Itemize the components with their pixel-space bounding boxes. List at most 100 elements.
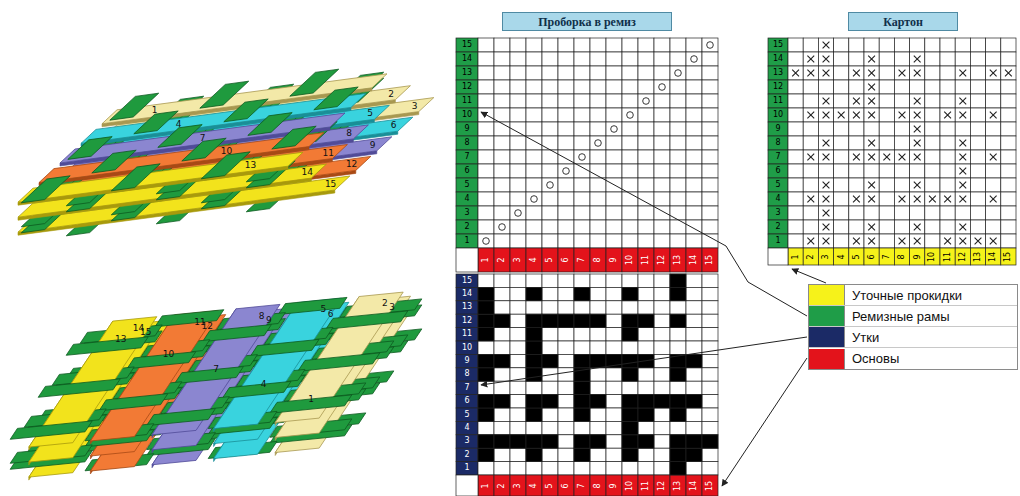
grid-cell [606, 94, 622, 108]
row-number: 13 [456, 66, 478, 80]
grid-cell [590, 52, 606, 66]
grid-cell [864, 94, 879, 108]
column-number: 11 [940, 248, 955, 265]
column-number: 5 [849, 248, 864, 265]
grid-cell [864, 150, 879, 164]
peg-mark [868, 84, 875, 91]
grid-cell [526, 462, 542, 475]
column-number: 2 [494, 475, 510, 496]
row-number: 15 [456, 274, 478, 287]
grid-cell [510, 220, 526, 234]
grid-cell [803, 164, 818, 178]
column-cell [606, 248, 622, 272]
axis-number: 14 [690, 255, 698, 265]
grid-cell [894, 164, 909, 178]
grid-cell [670, 52, 686, 66]
grid-cell [526, 448, 542, 461]
grid-cell [702, 52, 718, 66]
grid-cell [510, 192, 526, 206]
row-cell [768, 178, 788, 192]
grid-cell [879, 80, 894, 94]
column-cell [510, 475, 526, 496]
grid-cell [638, 274, 654, 287]
grid-cell [494, 192, 510, 206]
row-number: 13 [768, 66, 788, 80]
grid-cell [622, 368, 638, 381]
axis-number: 3 [514, 483, 522, 488]
grid-cell [940, 38, 955, 52]
row-number: 7 [456, 150, 478, 164]
grid-cell [955, 108, 970, 122]
grid-cell [574, 136, 590, 150]
grid-cell [494, 328, 510, 341]
row-cell [456, 206, 478, 220]
axis-number: 3 [775, 209, 780, 217]
grid-cell [478, 192, 494, 206]
legend-swatch [809, 349, 845, 369]
grid-cell [494, 287, 510, 300]
raised-cell [670, 287, 686, 300]
axis-number: 1 [464, 237, 469, 245]
grid-cell [510, 314, 526, 327]
row-cell [456, 395, 478, 408]
grid-cell [638, 314, 654, 327]
callout-number: 3 [389, 303, 395, 312]
callout-number: 9 [266, 316, 272, 325]
grid-cell [702, 368, 718, 381]
raised-cell [622, 408, 638, 421]
peg-mark [823, 154, 830, 161]
grid-cell [654, 368, 670, 381]
grid-cell [894, 122, 909, 136]
axis-number: 9 [610, 257, 618, 262]
peg-mark [853, 112, 860, 119]
row-number: 8 [768, 136, 788, 150]
weft-yarn [102, 74, 387, 124]
grid-cell [702, 206, 718, 220]
grid-cell [478, 136, 494, 150]
raised-cell [590, 435, 606, 448]
row-cell [768, 108, 788, 122]
grid-cell [526, 354, 542, 367]
peg-mark [868, 182, 875, 189]
column-number: 10 [925, 248, 940, 265]
grid-cell [622, 435, 638, 448]
grid-cell [494, 421, 510, 434]
grid-cell [494, 122, 510, 136]
row-number: 6 [768, 164, 788, 178]
axis-number: 14 [773, 55, 783, 63]
grid-cell [702, 301, 718, 314]
grid-cell [686, 122, 702, 136]
warp-yarn [278, 297, 347, 314]
grid-cell [654, 328, 670, 341]
row-cell [768, 136, 788, 150]
grid-cell [654, 435, 670, 448]
grid-cell [622, 448, 638, 461]
raised-cell [574, 314, 590, 327]
row-number: 11 [456, 328, 478, 341]
column-number: 9 [606, 475, 622, 496]
grid-cell [542, 178, 558, 192]
grid-cell [590, 462, 606, 475]
grid-cell [590, 314, 606, 327]
grid-cell [574, 301, 590, 314]
grid-cell [818, 178, 833, 192]
grid-cell [686, 368, 702, 381]
grid-cell [526, 178, 542, 192]
grid-cell [558, 66, 574, 80]
peg-mark [823, 42, 830, 49]
row-cell [456, 234, 478, 248]
row-number: 2 [456, 220, 478, 234]
grid-cell [574, 108, 590, 122]
column-number: 1 [478, 475, 494, 496]
grid-cell [590, 421, 606, 434]
grid-cell [702, 448, 718, 461]
grid-cell [478, 341, 494, 354]
callout-number: 7 [213, 365, 219, 374]
row-cell [456, 328, 478, 341]
grid-cell [638, 220, 654, 234]
threading-mark [707, 42, 714, 49]
grid-cell [670, 94, 686, 108]
grid-cell [955, 192, 970, 206]
peg-mark [853, 98, 860, 105]
row-number: 12 [456, 314, 478, 327]
